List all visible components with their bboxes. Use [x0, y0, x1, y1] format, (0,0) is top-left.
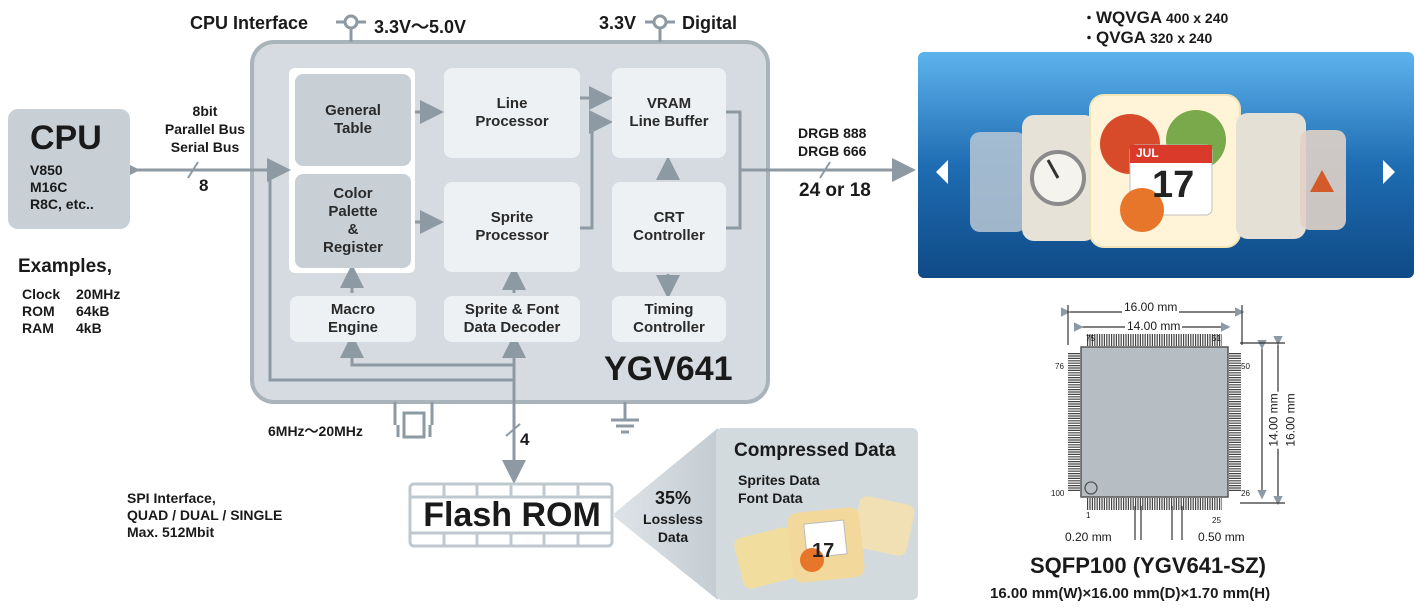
cpu-block: CPU V850 M16C R8C, etc.. [8, 109, 130, 229]
digital-voltage-label: 3.3V [599, 13, 637, 33]
clock-range-label: 6MHz～20MHz [268, 423, 363, 439]
app-icon-4 [1236, 113, 1306, 239]
flash-rom-segments [410, 484, 612, 546]
cpu-voltage-label: 3.3V～5.0V [374, 17, 467, 37]
flash-rom-title: Flash ROM [423, 496, 601, 534]
resolution-item: ・WQVGA 400 x 240 [1082, 8, 1229, 27]
pitch-left-label: 0.20 mm [1065, 530, 1112, 544]
bus-to-decoder-line [268, 170, 526, 382]
compressed-title: Compressed Data [734, 440, 896, 461]
chip-name: YGV641 [604, 350, 733, 388]
spi-slash [505, 423, 521, 437]
dim-outer-w: 16.00 mm [1122, 300, 1180, 314]
crystal-icon [402, 411, 426, 439]
examples-title: Examples, [18, 256, 112, 277]
compression-ratio: 35% [654, 488, 692, 508]
pin-50-label: 50 [1241, 362, 1250, 371]
vram-line-buffer-block: VRAM Line Buffer [612, 68, 726, 158]
calendar-day: 17 [1152, 164, 1195, 206]
pin1-marker-icon [1084, 481, 1098, 495]
thumb-calendar-day: 17 [812, 540, 835, 562]
qfp-pins [1068, 334, 1241, 510]
cpu-interface-label: CPU Interface [190, 13, 309, 33]
rgb-width-label: 24 or 18 [799, 180, 871, 201]
cpu-bus-slash [187, 161, 199, 179]
general-table-block: General Table [295, 74, 411, 166]
thumb-grid-icon [851, 496, 915, 556]
dim-outer-h: 16.00 mm [1283, 391, 1298, 449]
thumb-clock-icon [734, 527, 800, 589]
calendar-month: JUL [1136, 146, 1159, 160]
orange-icon [1120, 188, 1164, 232]
resolution-list: ・WQVGA 400 x 240 ・QVGA 320 x 240 [1082, 8, 1228, 48]
line-processor-block: Line Processor [444, 68, 580, 158]
pin-26-label: 26 [1241, 489, 1250, 498]
pin-76-label: 76 [1055, 362, 1064, 371]
sprite-processor-block: Sprite Processor [444, 182, 580, 272]
power-pin-digital [645, 14, 675, 42]
digital-label: Digital [682, 13, 738, 33]
dim-inner-w: 14.00 mm [1125, 319, 1183, 333]
pin-25-label: 25 [1212, 516, 1221, 525]
package-name: SQFP100 (YGV641-SZ) [1030, 553, 1266, 578]
crt-controller-block: CRT Controller [612, 182, 726, 272]
timing-controller-block: Timing Controller [612, 296, 726, 342]
spi-info-label: SPI Interface, QUAD / DUAL / SINGLE Max.… [127, 490, 283, 540]
cpu-title: CPU [30, 119, 102, 157]
spi-width-label: 4 [520, 430, 530, 449]
macro-engine-block: Macro Engine [290, 296, 416, 342]
package-size: 16.00 mm(W)×16.00 mm(D)×1.70 mm(H) [990, 585, 1271, 602]
rgb-format-label: DRGB 888 DRGB 666 [798, 125, 867, 159]
cpu-bus-label: 8bit Parallel Bus Serial Bus [164, 103, 246, 155]
compression-label: Lossless Data [643, 511, 703, 545]
pin-75-label: 75 [1086, 334, 1095, 343]
resolution-item: ・QVGA 320 x 240 [1082, 28, 1213, 47]
pin-100-label: 100 [1051, 489, 1065, 498]
power-pin-cpu [336, 14, 366, 42]
compression-cone [612, 428, 718, 600]
compressed-items: Sprites Data Font Data [738, 472, 820, 506]
warning-icon [1310, 170, 1334, 192]
cpu-bus-width: 8 [199, 176, 209, 195]
dim-inner-h: 14.00 mm [1266, 391, 1281, 449]
qfp-package [1080, 346, 1229, 498]
pin-1-label: 1 [1086, 511, 1091, 520]
pitch-right-label: 0.50 mm [1198, 530, 1245, 544]
cpu-models: V850 M16C R8C, etc.. [30, 162, 94, 212]
sprite-font-decoder-block: Sprite & Font Data Decoder [444, 296, 580, 342]
decoder-to-macro-line [340, 334, 514, 367]
app-icon-1 [970, 132, 1026, 232]
rgb-output-slash [819, 161, 831, 179]
screen-right-arrow-icon [1383, 160, 1395, 184]
pin-51-label: 51 [1212, 334, 1221, 343]
screen-left-arrow-icon [936, 160, 948, 184]
sprite-to-vram-arrow [580, 110, 613, 230]
color-palette-block: Color Palette & Register [295, 174, 411, 268]
